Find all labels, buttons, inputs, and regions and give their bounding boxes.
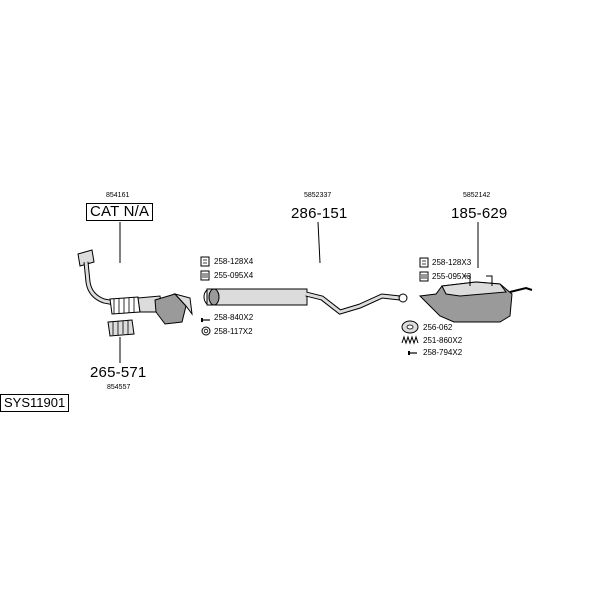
rear-silencer-drawing[interactable] bbox=[418, 275, 533, 323]
flex-pipe-part-number[interactable]: 265-571 bbox=[90, 364, 147, 381]
system-code: SYS11901 bbox=[0, 394, 70, 412]
ring-icon bbox=[201, 326, 211, 336]
rear-silencer-oem: 5852142 bbox=[463, 192, 491, 199]
middle-silencer-drawing[interactable] bbox=[203, 288, 408, 315]
clamp-icon bbox=[200, 256, 210, 267]
clamp-icon bbox=[419, 257, 429, 268]
fitting-label[interactable]: 258-840X2 bbox=[214, 313, 254, 322]
rear-silencer-part-number[interactable]: 185-629 bbox=[451, 205, 508, 222]
flex-pipe-oem: 854557 bbox=[107, 384, 131, 391]
bolt-icon bbox=[200, 270, 210, 281]
fitting-label[interactable]: 256-062 bbox=[423, 323, 453, 332]
front-pipe-part-number[interactable]: CAT N/A bbox=[86, 203, 154, 221]
fitting-label[interactable]: 255-095X4 bbox=[214, 271, 254, 280]
front-pipe-drawing[interactable] bbox=[77, 249, 193, 325]
fitting-label[interactable]: 251-860X2 bbox=[423, 336, 463, 345]
fitting-label[interactable]: 255-095X3 bbox=[432, 272, 472, 281]
fitting-label[interactable]: 258-128X3 bbox=[432, 258, 472, 267]
middle-silencer-oem: 5852337 bbox=[304, 192, 332, 199]
screw-icon bbox=[408, 351, 417, 355]
screw-icon bbox=[201, 318, 210, 322]
spring-icon bbox=[401, 335, 419, 345]
front-pipe-oem: 854161 bbox=[106, 192, 130, 199]
leader-middle-silencer bbox=[317, 221, 321, 264]
middle-silencer-part-number[interactable]: 286-151 bbox=[291, 205, 348, 222]
fitting-label[interactable]: 258-794X2 bbox=[423, 348, 463, 357]
flex-pipe-drawing[interactable] bbox=[107, 319, 135, 337]
fitting-label[interactable]: 258-128X4 bbox=[214, 257, 254, 266]
rubber-mount-icon bbox=[401, 320, 419, 334]
bolt-icon bbox=[419, 271, 429, 282]
fitting-label[interactable]: 258-117X2 bbox=[214, 327, 253, 336]
